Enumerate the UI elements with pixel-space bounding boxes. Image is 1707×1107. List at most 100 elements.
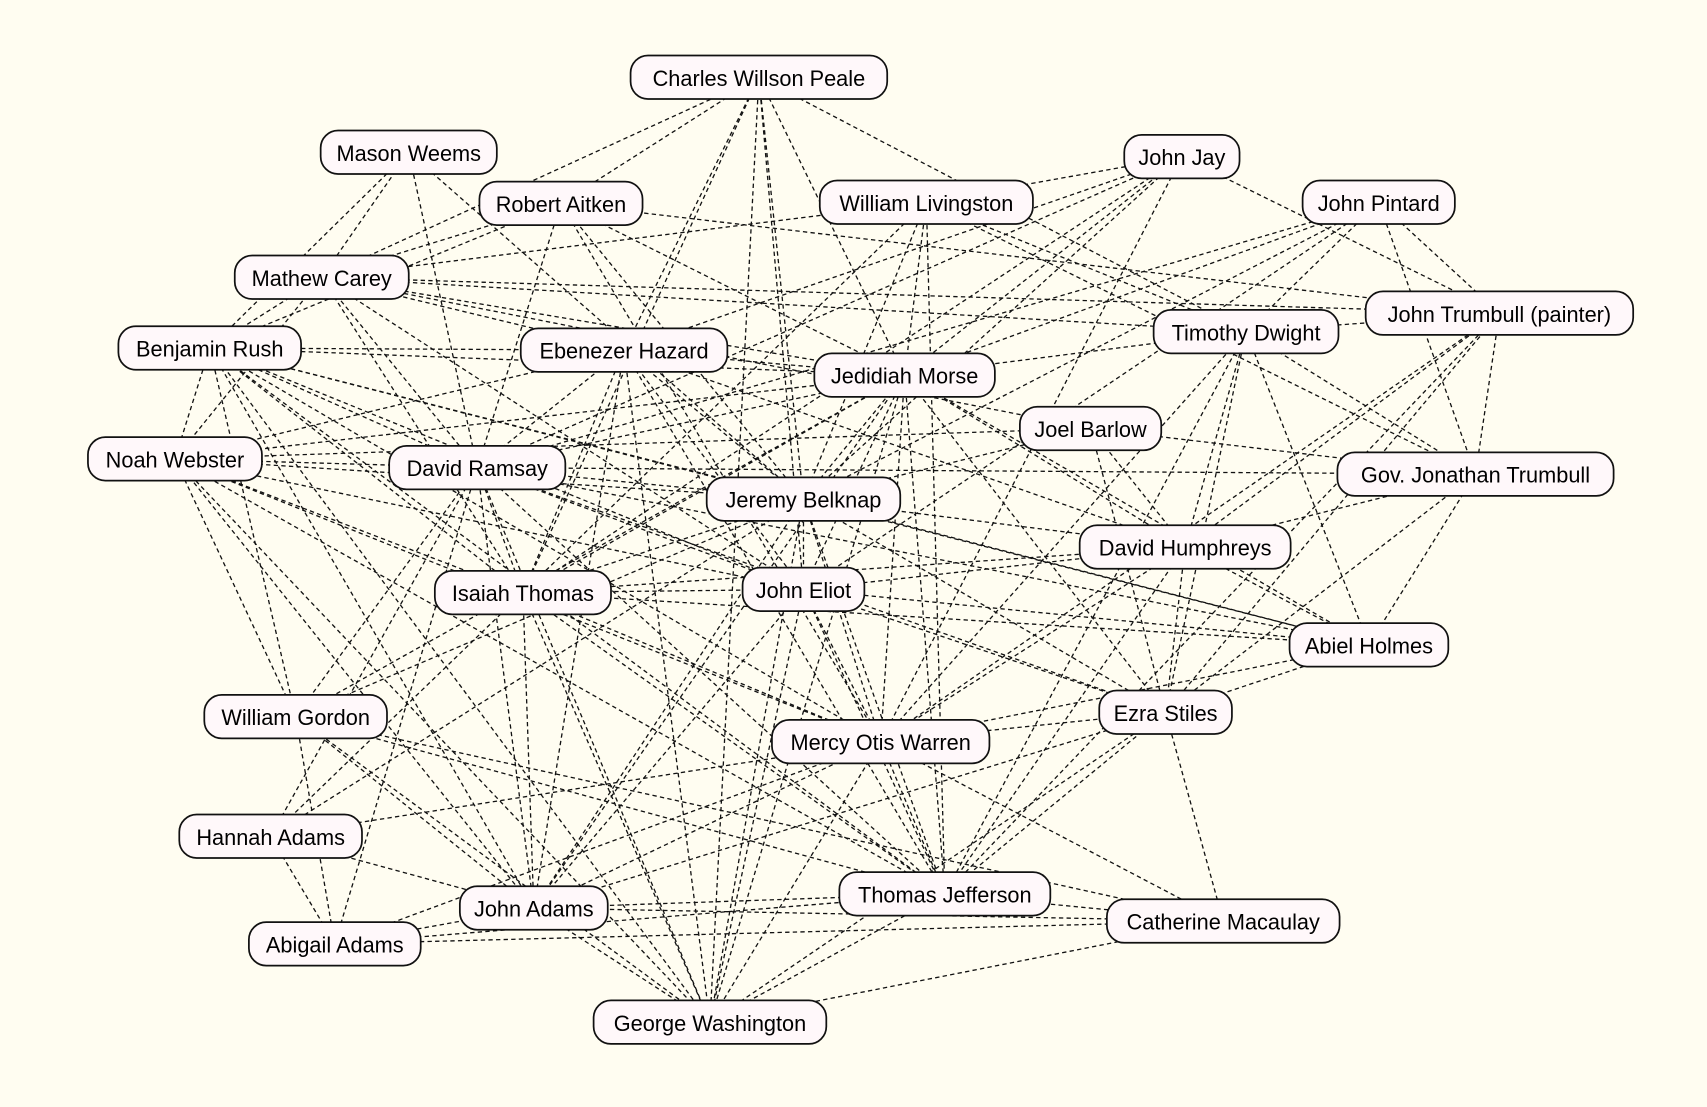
- node-label: Abiel Holmes: [1305, 633, 1433, 658]
- node-mercy-otis-warren[interactable]: Mercy Otis Warren: [771, 719, 991, 765]
- edge-jedidiah-morse-to-william-gordon: [295, 374, 905, 718]
- node-david-humphreys[interactable]: David Humphreys: [1078, 524, 1292, 570]
- edge-jedidiah-morse-to-abiel-holmes: [904, 374, 1370, 646]
- edge-joel-barlow-to-noah-webster: [174, 427, 1091, 460]
- node-john-eliot[interactable]: John Eliot: [741, 566, 866, 613]
- edge-william-gordon-to-catherine-macaulay: [295, 715, 1224, 922]
- node-mason-weems[interactable]: Mason Weems: [319, 129, 498, 175]
- edge-benjamin-rush-to-thomas-jefferson: [209, 347, 946, 895]
- node-box: [319, 129, 498, 175]
- node-ebenezer-hazard[interactable]: Ebenezer Hazard: [519, 327, 729, 373]
- node-box: [592, 999, 828, 1045]
- edge-catherine-macaulay-to-abigail-adams: [334, 920, 1224, 945]
- node-jeremy-belknap[interactable]: Jeremy Belknap: [705, 476, 902, 522]
- node-john-pintard[interactable]: John Pintard: [1301, 179, 1456, 225]
- node-box: [1123, 133, 1241, 180]
- edge-ebenezer-hazard-to-john-eliot: [623, 349, 805, 590]
- node-label: George Washington: [614, 1011, 807, 1036]
- node-box: [248, 921, 422, 967]
- node-label: Abigail Adams: [266, 932, 404, 957]
- edge-jeremy-belknap-to-mercy-otis-warren: [802, 498, 882, 742]
- edge-mason-weems-to-david-ramsay: [408, 152, 478, 468]
- node-john-adams[interactable]: John Adams: [458, 885, 609, 931]
- node-label: Mason Weems: [336, 141, 481, 166]
- edge-jeremy-belknap-to-abiel-holmes: [803, 498, 1370, 646]
- node-noah-webster[interactable]: Noah Webster: [87, 436, 263, 482]
- edge-charles-willson-peale-to-mathew-carey: [321, 76, 760, 278]
- edge-noah-webster-to-william-gordon: [174, 458, 297, 717]
- edge-mathew-carey-to-timothy-dwight: [321, 276, 1247, 333]
- node-box: [1152, 309, 1340, 355]
- node-benjamin-rush[interactable]: Benjamin Rush: [117, 325, 302, 371]
- edge-david-ramsay-to-abiel-holmes: [477, 466, 1370, 646]
- edge-jeremy-belknap-to-hannah-adams: [270, 498, 804, 837]
- edge-ebenezer-hazard-to-david-humphreys: [623, 349, 1186, 548]
- node-label: Catherine Macaulay: [1127, 910, 1320, 935]
- node-label: Timothy Dwight: [1172, 320, 1321, 345]
- node-joel-barlow[interactable]: Joel Barlow: [1019, 405, 1163, 452]
- node-abigail-adams[interactable]: Abigail Adams: [248, 921, 422, 967]
- edge-john-eliot-to-abiel-holmes: [803, 588, 1370, 646]
- edge-ebenezer-hazard-to-jeremy-belknap: [623, 349, 804, 500]
- node-charles-willson-peale[interactable]: Charles Willson Peale: [629, 54, 889, 100]
- node-john-jay[interactable]: John Jay: [1123, 133, 1241, 180]
- node-box: [233, 254, 410, 300]
- node-box: [388, 444, 567, 491]
- node-isaiah-thomas[interactable]: Isaiah Thomas: [433, 570, 612, 616]
- edge-jeremy-belknap-to-george-washington: [709, 499, 805, 1023]
- node-mathew-carey[interactable]: Mathew Carey: [233, 254, 410, 300]
- edge-isaiah-thomas-to-abiel-holmes: [522, 591, 1369, 646]
- node-gov-jonathan-trumbull[interactable]: Gov. Jonathan Trumbull: [1336, 451, 1615, 497]
- node-robert-aitken[interactable]: Robert Aitken: [478, 180, 644, 226]
- node-ezra-stiles[interactable]: Ezra Stiles: [1098, 689, 1233, 735]
- edge-john-trumbull-painter-to-gov-jonathan-trumbull: [1474, 313, 1501, 475]
- edge-ebenezer-hazard-to-thomas-jefferson: [623, 349, 946, 895]
- edge-timothy-dwight-to-ezra-stiles: [1164, 331, 1247, 713]
- edge-william-gordon-to-thomas-jefferson: [295, 715, 946, 895]
- node-john-trumbull-painter[interactable]: John Trumbull (painter): [1364, 290, 1635, 336]
- edge-mason-weems-to-jeremy-belknap: [408, 151, 804, 500]
- node-label: Jedidiah Morse: [831, 364, 978, 389]
- edge-ezra-stiles-to-thomas-jefferson: [944, 711, 1167, 895]
- edge-mercy-otis-warren-to-george-washington: [709, 741, 882, 1023]
- node-label: Hannah Adams: [196, 825, 345, 850]
- node-box: [203, 693, 388, 740]
- edge-david-ramsay-to-thomas-jefferson: [476, 467, 946, 895]
- edge-noah-webster-to-george-washington: [174, 458, 711, 1023]
- edge-noah-webster-to-john-eliot: [174, 458, 804, 591]
- edge-isaiah-thomas-to-mercy-otis-warren: [522, 592, 881, 743]
- node-thomas-jefferson[interactable]: Thomas Jefferson: [838, 871, 1052, 917]
- node-label: Ebenezer Hazard: [539, 339, 708, 364]
- edge-john-eliot-to-george-washington: [709, 589, 805, 1023]
- node-catherine-macaulay[interactable]: Catherine Macaulay: [1106, 898, 1341, 944]
- edge-gov-jonathan-trumbull-to-ezra-stiles: [1165, 473, 1476, 713]
- node-box: [1288, 622, 1450, 668]
- node-box: [1301, 179, 1456, 225]
- edge-david-ramsay-to-abigail-adams: [334, 467, 478, 945]
- node-timothy-dwight[interactable]: Timothy Dwight: [1152, 309, 1340, 355]
- edge-hannah-adams-to-abigail-adams: [270, 835, 336, 945]
- node-box: [87, 436, 263, 482]
- node-label: Noah Webster: [106, 447, 245, 472]
- node-george-washington[interactable]: George Washington: [592, 999, 828, 1045]
- node-box: [818, 179, 1034, 225]
- node-william-livingston[interactable]: William Livingston: [818, 179, 1034, 225]
- node-hannah-adams[interactable]: Hannah Adams: [178, 813, 363, 859]
- edge-jeremy-belknap-to-ezra-stiles: [803, 498, 1166, 713]
- edge-david-ramsay-to-gov-jonathan-trumbull: [477, 466, 1476, 475]
- edge-john-eliot-to-mercy-otis-warren: [802, 589, 882, 742]
- edge-john-trumbull-painter-to-ezra-stiles: [1165, 312, 1500, 713]
- node-abiel-holmes[interactable]: Abiel Holmes: [1288, 622, 1450, 668]
- edge-jedidiah-morse-to-ezra-stiles: [904, 374, 1167, 713]
- node-label: John Pintard: [1318, 191, 1440, 216]
- node-jedidiah-morse[interactable]: Jedidiah Morse: [813, 352, 996, 398]
- edge-david-ramsay-to-hannah-adams: [270, 467, 478, 837]
- edge-benjamin-rush-to-mercy-otis-warren: [209, 347, 882, 743]
- edge-john-pintard-to-jeremy-belknap: [803, 201, 1380, 500]
- node-william-gordon[interactable]: William Gordon: [203, 693, 388, 740]
- edge-robert-aitken-to-john-trumbull-painter: [560, 202, 1500, 314]
- node-david-ramsay[interactable]: David Ramsay: [388, 444, 567, 491]
- edge-timothy-dwight-to-david-humphreys: [1184, 331, 1247, 548]
- edge-john-eliot-to-john-adams: [533, 588, 804, 909]
